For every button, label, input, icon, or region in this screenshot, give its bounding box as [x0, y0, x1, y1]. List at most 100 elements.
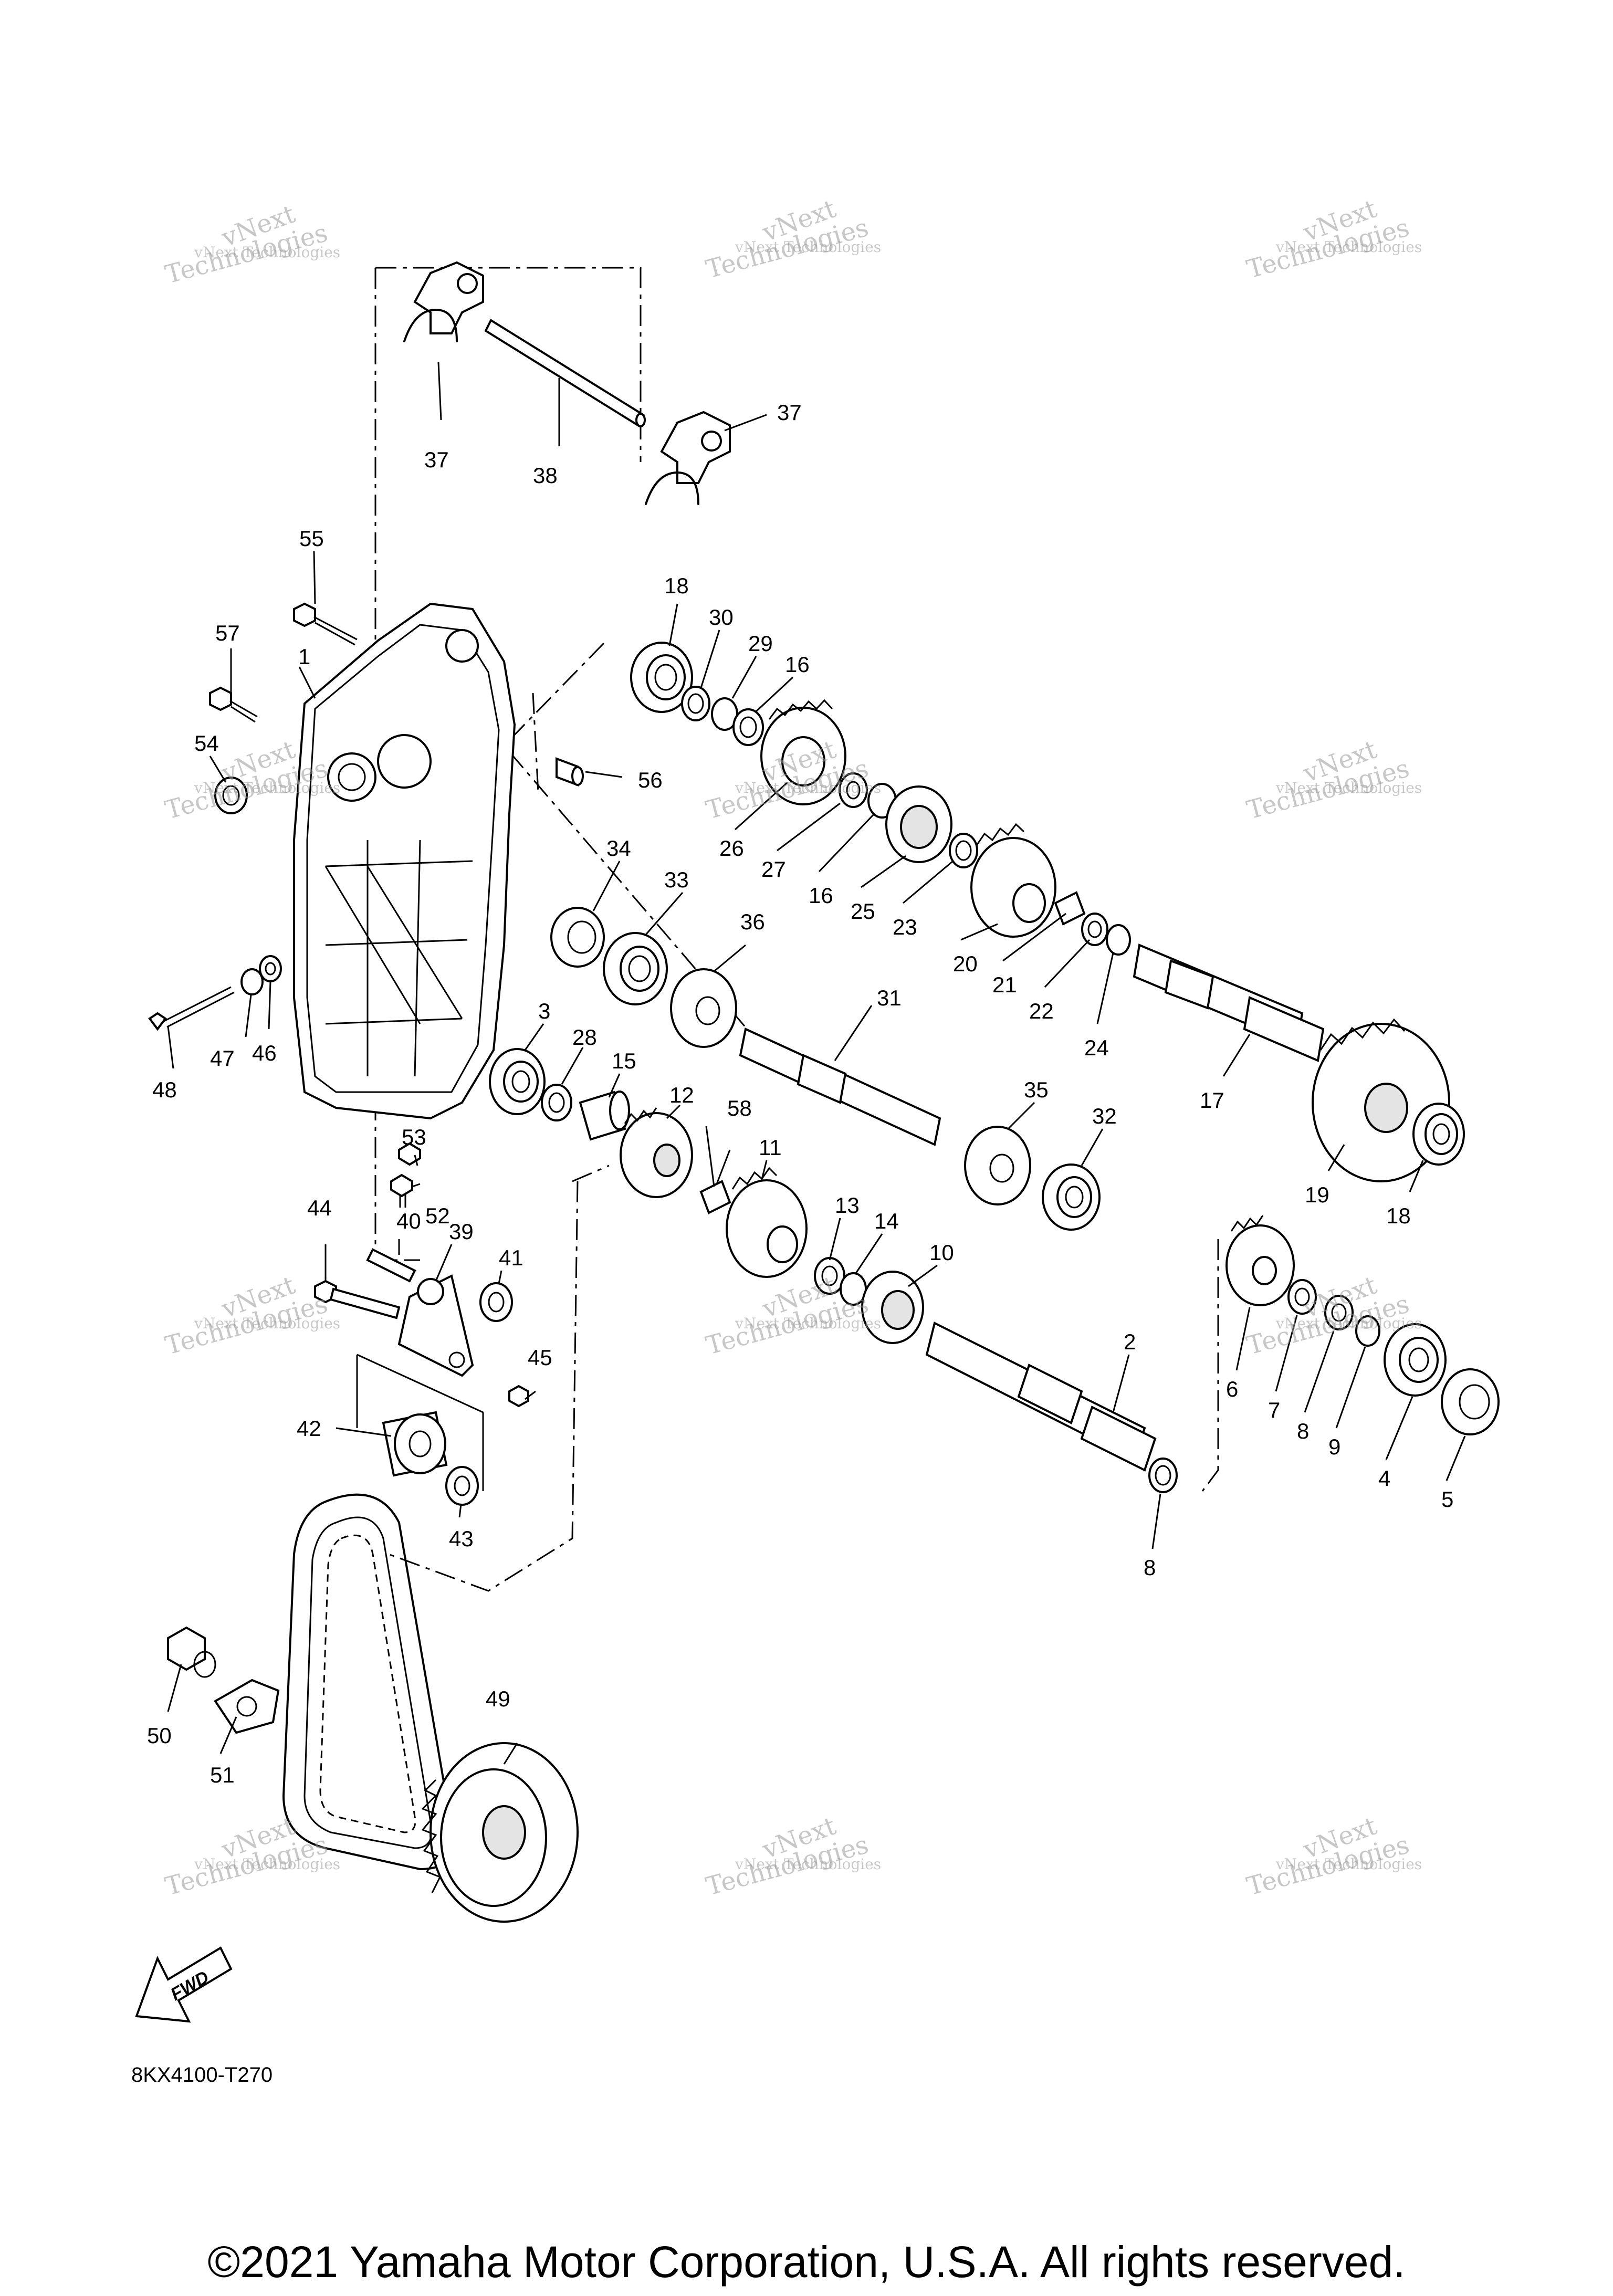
- callout-label: 40: [396, 1209, 421, 1233]
- watermark: vNext Technologies vNext Technologies: [162, 199, 341, 289]
- callout-label: 30: [709, 605, 734, 630]
- bushing-21: [1054, 891, 1086, 926]
- callout-label: 37: [424, 447, 449, 472]
- washer-23: [949, 833, 978, 868]
- watermark-text: vNext Technologies: [194, 244, 340, 261]
- callout-label: 16: [809, 883, 833, 908]
- watermark-text: vNext Technologies: [1275, 779, 1422, 796]
- callout-label: 45: [528, 1345, 552, 1370]
- callout-label: 36: [740, 909, 765, 934]
- callout-label: 20: [953, 951, 978, 976]
- callout-label: 11: [759, 1135, 782, 1160]
- washer-46: [259, 955, 282, 982]
- callout-label: 28: [572, 1025, 597, 1050]
- callout-label: 48: [152, 1077, 177, 1102]
- callout-label: 52: [425, 1203, 450, 1228]
- seal-5: [1441, 1368, 1500, 1435]
- drive-axle-17: [1133, 943, 1325, 1062]
- watermark-text: vNext Technologies: [735, 779, 881, 796]
- callout-label: 37: [777, 400, 802, 425]
- callout-label: 44: [307, 1196, 332, 1220]
- callout-label: 9: [1328, 1434, 1340, 1459]
- lock-washer-51: [214, 1679, 280, 1734]
- sprocket-49: [421, 1742, 579, 1923]
- callout-label: 1: [298, 644, 310, 669]
- callout-label: 55: [299, 526, 324, 551]
- watermark-text: vNext Technologies: [735, 238, 881, 256]
- callout-label: 6: [1226, 1377, 1238, 1401]
- circlip-24: [1106, 924, 1131, 956]
- gear-26: [760, 699, 846, 805]
- callout-label: 33: [664, 867, 689, 892]
- callout-label: 56: [638, 768, 663, 792]
- tensioner-arm-39: [397, 1274, 474, 1377]
- callout-label: 32: [1092, 1104, 1117, 1128]
- callout-label: 15: [612, 1049, 636, 1073]
- watermark-text: vNext Technologies: [735, 1855, 881, 1873]
- callout-label: 24: [1084, 1035, 1109, 1060]
- watermark: vNext Technologies vNext Technologies: [1244, 194, 1422, 284]
- callout-label: 18: [664, 573, 689, 598]
- bearing-4: [1384, 1323, 1447, 1397]
- watermark: vNext Technologies vNext Technologies: [1244, 1811, 1422, 1901]
- watermark-text: vNext Technologies: [1275, 1315, 1422, 1332]
- callout-label: 57: [215, 621, 240, 645]
- callout-label: 3: [538, 999, 550, 1023]
- seal-34: [550, 907, 605, 968]
- washer-8-lower: [1148, 1458, 1178, 1493]
- callout-label: 38: [533, 463, 558, 488]
- callout-label: 27: [761, 857, 786, 882]
- callout-label: 29: [748, 631, 773, 656]
- watermark-text: vNext Technologies: [194, 779, 340, 796]
- callout-label: 4: [1378, 1466, 1390, 1491]
- gear-6: [1226, 1215, 1295, 1306]
- dowel-56: [556, 757, 584, 787]
- callout-label: 14: [874, 1209, 899, 1233]
- watermark-text: vNext Technologies: [1275, 1855, 1422, 1873]
- bearing-18-upper: [630, 642, 693, 713]
- callout-numbers: 1 2 3 4 5 6 7 8 8 9 10 11 12 13 14 15 16…: [147, 400, 1453, 1787]
- washer-47: [240, 968, 264, 995]
- needle-bearing-43: [445, 1466, 479, 1506]
- bearing-33: [603, 932, 668, 1005]
- callout-label: 26: [719, 836, 744, 861]
- callout-label: 13: [835, 1193, 860, 1218]
- callout-label: 7: [1268, 1398, 1280, 1422]
- watermark: vNext Technologies vNext Technologies: [162, 1270, 341, 1360]
- callout-label: 58: [727, 1096, 752, 1120]
- callout-label: 43: [449, 1526, 474, 1551]
- callout-label: 42: [297, 1416, 321, 1441]
- collar-15: [579, 1091, 630, 1141]
- gear-10: [861, 1271, 924, 1344]
- drive-chain: [282, 1493, 455, 1870]
- callout-leaders: [167, 362, 1466, 1765]
- callout-label: 22: [1029, 999, 1054, 1023]
- callout-label: 17: [1200, 1088, 1224, 1113]
- callout-label: 50: [147, 1723, 172, 1748]
- callout-label: 39: [449, 1219, 474, 1244]
- gear-36: [670, 968, 737, 1048]
- bushing-58: [699, 1180, 731, 1214]
- collar-41: [479, 1282, 513, 1322]
- washer-16-upper: [732, 708, 764, 746]
- gear-20: [970, 823, 1056, 938]
- bolt-55: [293, 602, 358, 646]
- callout-label: 23: [893, 915, 917, 939]
- washer-30: [681, 686, 710, 721]
- watermark: vNext Technologies vNext Technologies: [1244, 735, 1422, 825]
- bearing-18-lower: [1412, 1103, 1465, 1166]
- callout-label: 49: [486, 1686, 510, 1711]
- callout-label: 19: [1305, 1182, 1329, 1207]
- callout-label: 34: [606, 836, 631, 861]
- bolt-52: [390, 1173, 413, 1208]
- callout-label: 41: [499, 1245, 523, 1270]
- washer-22: [1081, 913, 1108, 946]
- callout-label: 10: [929, 1240, 954, 1265]
- callout-label: 54: [194, 731, 219, 756]
- callout-label: 25: [851, 899, 875, 924]
- washer-8-upper: [1324, 1295, 1354, 1330]
- watermark: vNext Technologies vNext Technologies: [162, 1811, 341, 1901]
- watermark: vNext Technologies vNext Technologies: [703, 1811, 882, 1901]
- circlip-9: [1355, 1315, 1380, 1347]
